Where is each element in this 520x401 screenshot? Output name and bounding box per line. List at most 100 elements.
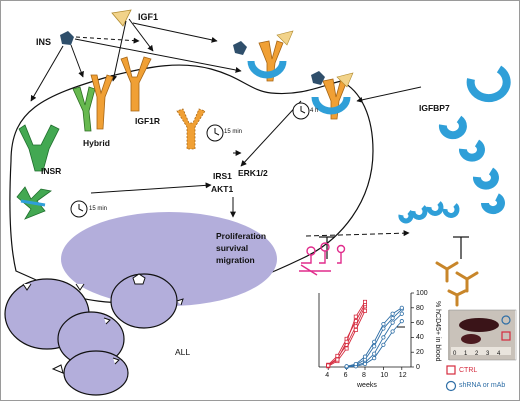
- chart-point: [399, 305, 404, 310]
- timer-label: 15 min: [89, 206, 108, 212]
- chart-point: [390, 311, 395, 316]
- hybrid-label: Hybrid: [83, 138, 110, 148]
- chart-point: [390, 329, 395, 334]
- engraftment-chart: [318, 292, 414, 370]
- ins-icon: [60, 31, 74, 45]
- antibody-icon: [435, 261, 479, 307]
- igf1-icon: [111, 9, 132, 27]
- hybrid-receptor: [72, 74, 114, 132]
- photo-scale: 0 1 2 3 4: [453, 351, 504, 357]
- chart-point: [353, 327, 358, 332]
- insr-receptor: [18, 124, 60, 172]
- chart-point: [372, 351, 377, 356]
- arrow-ins-complex: [74, 38, 242, 73]
- chart-point: [353, 314, 358, 319]
- akt1-label: AKT1: [211, 184, 234, 194]
- timer-label: 4 h: [310, 108, 319, 114]
- arrow-complex-erk: [240, 100, 302, 167]
- chart-ytick-label: 40: [416, 334, 424, 342]
- cell-receptor: [22, 283, 32, 291]
- chart-series-line: [327, 303, 366, 366]
- chart-point: [362, 354, 368, 359]
- receptor-complex-bottom: [311, 71, 354, 120]
- irs1-label: IRS1: [213, 171, 232, 181]
- igf1r-receptor: [120, 56, 152, 112]
- outcome-line3: migration: [216, 255, 255, 265]
- cell-membrane: [9, 64, 374, 304]
- insr-label: INSR: [41, 166, 62, 176]
- arrow-dashed-inhibition: [305, 230, 410, 237]
- igfbp7-bound: [398, 201, 460, 224]
- receptor-complex-top: [233, 30, 294, 82]
- cell-receptor: [51, 364, 64, 374]
- cell-receptor: [75, 283, 85, 291]
- erk-label: ERK1/2: [238, 168, 268, 178]
- arrow-igf1-hybrid: [111, 20, 127, 82]
- outcome-line2: survival: [216, 243, 249, 253]
- chart-ytick-label: 0: [416, 364, 420, 371]
- spleen-photo: [448, 309, 517, 361]
- chart-ytick-label: 60: [416, 319, 424, 327]
- chart-point: [353, 361, 358, 367]
- chart-point: [344, 346, 349, 351]
- chart-point: [381, 335, 386, 340]
- timer-label: 15 min: [224, 129, 243, 135]
- igfbp7-label: IGFBP7: [419, 103, 450, 113]
- outcome-line1: Proliferation: [216, 231, 267, 241]
- chart-ylabel: % hCD45+ in blood: [434, 301, 441, 362]
- chart-xtick-label: 8: [362, 372, 366, 379]
- ins-label: INS: [36, 37, 52, 47]
- arrow-igfbp7-complex: [356, 86, 422, 103]
- all-label: ALL: [175, 347, 191, 357]
- chart-xtick-label: 12: [398, 372, 407, 379]
- chart-point: [390, 320, 395, 325]
- arrow-insr-irs1: [90, 182, 212, 194]
- igf1r-label: IGF1R: [135, 116, 161, 126]
- chart-point: [381, 326, 386, 331]
- chart-point: [381, 342, 386, 347]
- chart-point: [335, 357, 340, 362]
- legend-ctrl-swatch: [446, 365, 456, 375]
- internalized-insr: [16, 186, 52, 220]
- chart-point: [372, 356, 377, 361]
- igfbp7-icon: [438, 65, 511, 215]
- arrow-ins-hybrid: [70, 44, 84, 78]
- legend-shrna-swatch: [445, 380, 457, 392]
- chart-ytick-label: 20: [416, 349, 424, 357]
- chart-point: [399, 311, 404, 316]
- internalized-igf1r: [176, 108, 206, 150]
- timer-icon: [70, 102, 310, 218]
- shrna-icon: [299, 242, 346, 276]
- chart-point: [362, 361, 368, 367]
- chart-point: [372, 344, 377, 349]
- chart-point: [344, 364, 349, 369]
- cell-receptor: [132, 273, 146, 285]
- chart-ytick-label: 80: [416, 304, 424, 312]
- cell-receptor: [176, 298, 184, 306]
- chart-point: [326, 363, 331, 368]
- chart-point: [390, 316, 395, 321]
- cell-receptor: [112, 357, 120, 365]
- igf1-label: IGF1: [138, 12, 159, 22]
- legend-shrna-label: shRNA or mAb: [459, 382, 506, 389]
- chart-ytick-label: 100: [416, 290, 428, 297]
- arrow-ins-insr: [30, 45, 64, 102]
- all-cells: [4, 273, 178, 396]
- arrow-igf1-complex: [132, 22, 218, 43]
- chart-xtick-label: 4: [325, 372, 330, 379]
- chart-xtick-label: 10: [380, 372, 389, 379]
- chart-point: [381, 321, 386, 327]
- arrow-igf1-igf1r: [128, 18, 154, 52]
- arrow-ins-igf1r-dashed: [75, 36, 140, 44]
- cell-receptor: [103, 317, 111, 325]
- chart-point: [399, 319, 404, 324]
- legend-ctrl-label: CTRL: [459, 367, 478, 374]
- chart-series-line: [327, 301, 366, 366]
- chart-point: [362, 308, 367, 313]
- chart-xlabel: weeks: [357, 382, 377, 389]
- chart-point: [372, 339, 377, 344]
- nucleus: [61, 212, 277, 306]
- chart-xtick-label: 6: [343, 372, 348, 379]
